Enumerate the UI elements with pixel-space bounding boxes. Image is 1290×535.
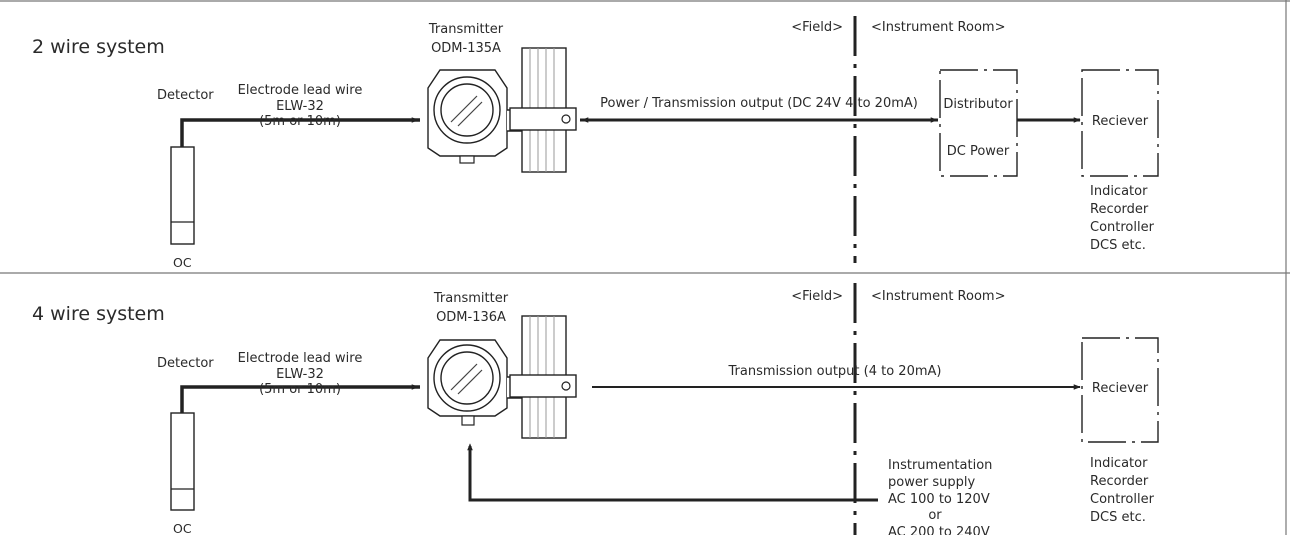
detector-sensor xyxy=(170,412,195,511)
output-label: Power / Transmission output (DC 24V 4 to… xyxy=(600,96,918,111)
receiver-type-3: Controller xyxy=(1090,492,1155,507)
power-supply-label-4: or xyxy=(928,508,942,523)
lead-wire-line xyxy=(180,118,420,147)
output-label: Transmission output (4 to 20mA) xyxy=(728,364,942,379)
lead-wire-label-2: ELW-32 xyxy=(276,99,324,114)
receiver-box xyxy=(1081,69,1159,177)
dc-power-label: DC Power xyxy=(947,144,1010,159)
lead-wire-label-1: Electrode lead wire xyxy=(238,83,363,98)
detector-label: Detector xyxy=(157,88,214,103)
power-supply-line xyxy=(468,446,878,502)
receiver-type-1: Indicator xyxy=(1090,184,1148,199)
transmitter-device xyxy=(427,47,577,173)
lead-wire-label-3: (5m or 10m) xyxy=(259,382,341,397)
power-supply-label-3: AC 100 to 120V xyxy=(888,492,990,507)
detector-label: Detector xyxy=(157,356,214,371)
power-supply-label-5: AC 200 to 240V xyxy=(888,525,990,535)
section-2-wire: 2 wire system Detector OC Electrode lead… xyxy=(32,16,1159,270)
receiver-type-1: Indicator xyxy=(1090,456,1148,471)
section-4-wire: 4 wire system Detector OC Electrode lead… xyxy=(32,283,1159,535)
receiver-type-4: DCS etc. xyxy=(1090,510,1146,525)
receiver-type-2: Recorder xyxy=(1090,202,1149,217)
sensor-label: OC xyxy=(173,521,192,535)
distributor-box xyxy=(939,69,1018,177)
lead-wire-label-1: Electrode lead wire xyxy=(238,351,363,366)
lead-wire-line xyxy=(180,385,420,413)
receiver-type-4: DCS etc. xyxy=(1090,238,1146,253)
receiver-type-2: Recorder xyxy=(1090,474,1149,489)
instrument-room-label: <Instrument Room> xyxy=(871,20,1005,35)
lead-wire-label-3: (5m or 10m) xyxy=(259,114,341,129)
detector-sensor xyxy=(170,146,195,245)
power-supply-label-2: power supply xyxy=(888,475,975,490)
transmitter-label-2: ODM-136A xyxy=(436,310,506,325)
field-label: <Field> xyxy=(791,20,843,35)
receiver-type-3: Controller xyxy=(1090,220,1155,235)
transmitter-label-1: Transmitter xyxy=(433,291,509,306)
field-label: <Field> xyxy=(791,289,843,304)
transmitter-device xyxy=(427,315,577,439)
receiver-label: Reciever xyxy=(1092,114,1149,129)
section-title: 2 wire system xyxy=(32,36,165,58)
power-supply-label-1: Instrumentation xyxy=(888,458,992,473)
sensor-label: OC xyxy=(173,255,192,270)
transmitter-label-2: ODM-135A xyxy=(431,41,501,56)
lead-wire-label-2: ELW-32 xyxy=(276,367,324,382)
receiver-label: Reciever xyxy=(1092,381,1149,396)
transmitter-label-1: Transmitter xyxy=(428,22,504,37)
instrument-room-label: <Instrument Room> xyxy=(871,289,1005,304)
distributor-label: Distributor xyxy=(943,97,1013,112)
receiver-box xyxy=(1081,337,1159,443)
section-title: 4 wire system xyxy=(32,303,165,325)
